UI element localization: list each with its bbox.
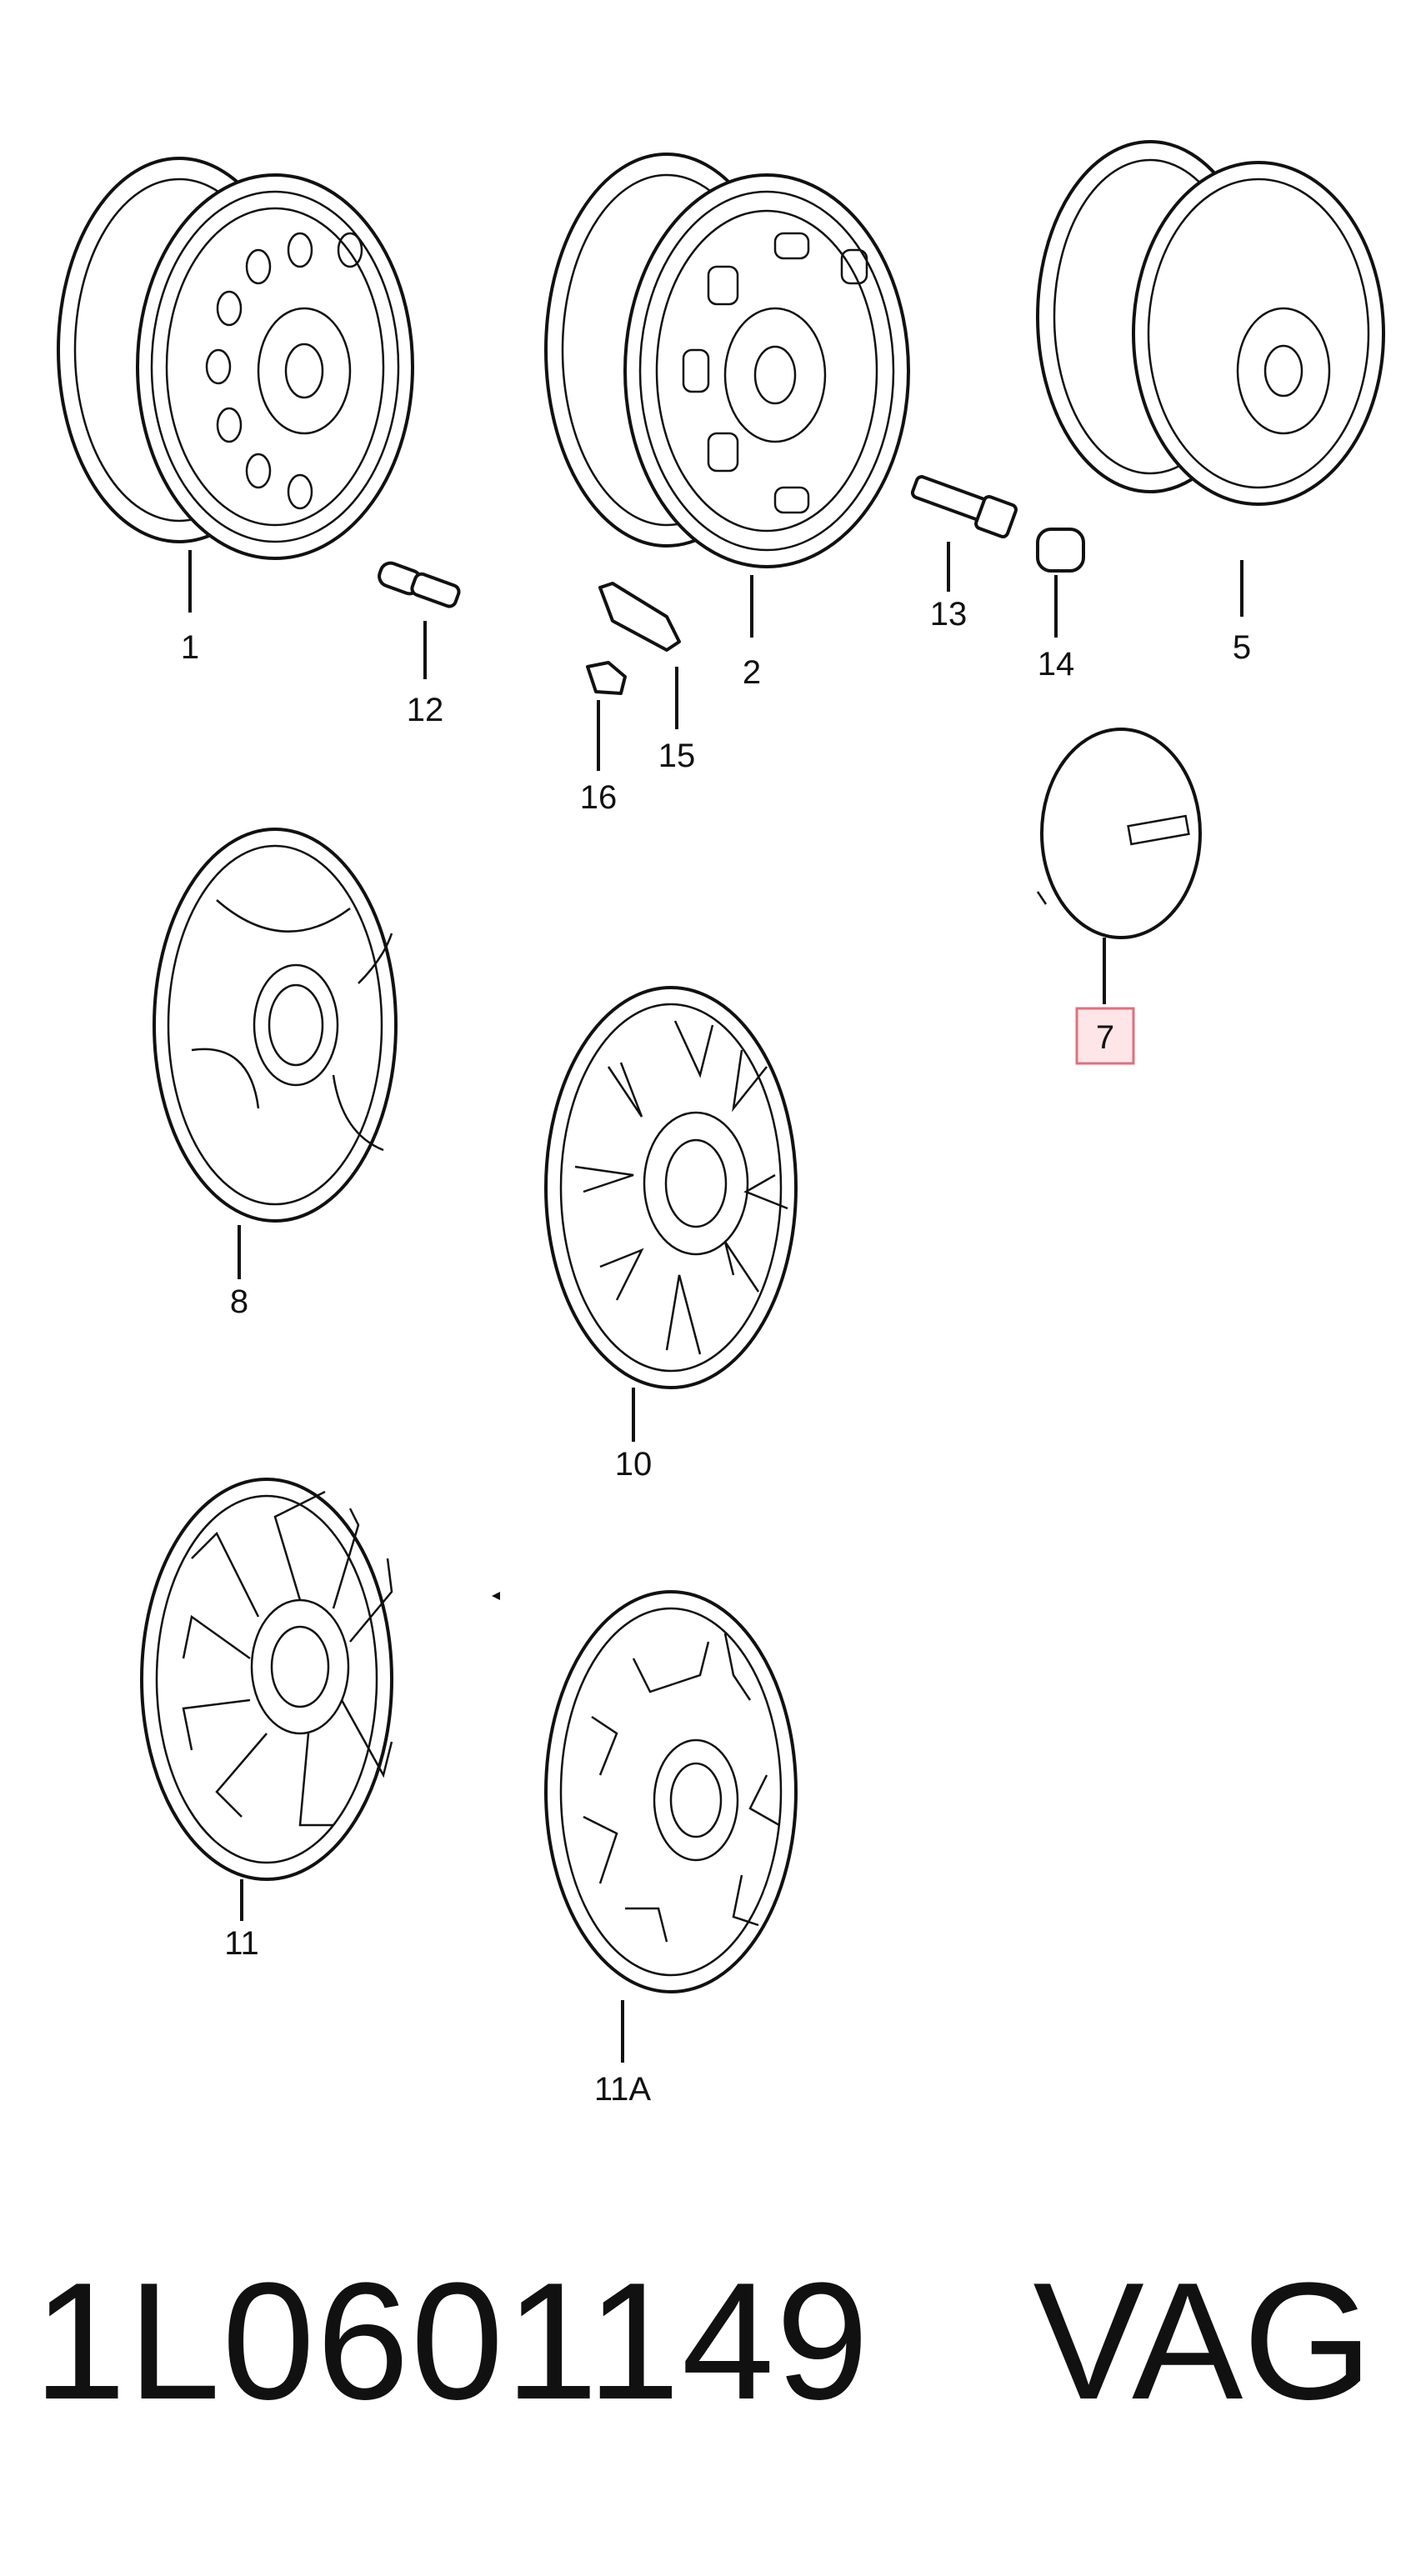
wheel-bolt <box>910 475 1018 538</box>
pointer-mark <box>492 1592 500 1600</box>
brand-name: VAG <box>1033 2248 1373 2434</box>
callout-1: 1 <box>181 629 199 666</box>
callout-12: 12 <box>407 692 444 728</box>
balance-weight <box>598 582 681 652</box>
tire-valve <box>378 561 461 608</box>
part-number: 1L0601149 <box>33 2248 871 2434</box>
hubcap-slotted <box>544 1590 798 1993</box>
steel-wheel-slots <box>544 153 910 568</box>
hubcap-eight-spoke <box>544 986 798 1389</box>
footer: 1L0601149 VAG <box>0 2233 1406 2450</box>
callout-16: 16 <box>580 779 618 816</box>
callout-10: 10 <box>615 1446 653 1483</box>
callout-7-highlight <box>1075 1007 1135 1065</box>
center-cap <box>1036 728 1202 939</box>
callout-2: 2 <box>743 654 761 691</box>
callout-14: 14 <box>1038 646 1075 683</box>
hubcap-turbine <box>140 1478 393 1881</box>
steel-wheel-round-holes <box>57 157 414 560</box>
callout-15: 15 <box>658 738 696 774</box>
callout-5: 5 <box>1233 629 1251 666</box>
steel-wheel-plain <box>1036 140 1385 506</box>
hubcap-four-spoke <box>153 828 398 1223</box>
callout-8: 8 <box>230 1283 248 1320</box>
bolt-cap <box>1036 528 1085 573</box>
callout-7: 7 <box>1096 1019 1114 1056</box>
callout-13: 13 <box>930 596 968 633</box>
callout-11a: 11A <box>594 2071 652 2108</box>
callout-11: 11 <box>224 1925 259 1962</box>
clip <box>586 661 627 695</box>
